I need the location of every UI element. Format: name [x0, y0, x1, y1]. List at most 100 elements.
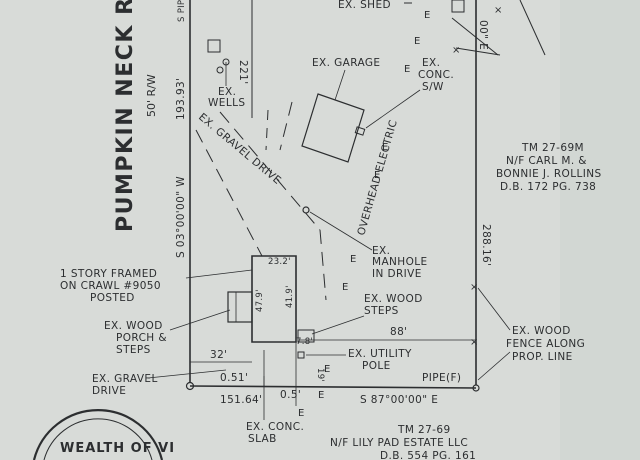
manhole: EX. MANHOLE IN DRIVE [302, 206, 428, 280]
fence-leader-2 [477, 351, 511, 381]
gravel-bottom-label-2: DRIVE [92, 385, 126, 397]
drive-edge-lower [319, 229, 327, 301]
porch-label-3: STEPS [116, 344, 151, 356]
porch-callout: EX. WOOD PORCH & STEPS [104, 309, 231, 356]
manhole-label-3: IN DRIVE [372, 268, 422, 280]
conc-sw-leader [365, 89, 421, 129]
offset-05: 0.5' [280, 389, 301, 401]
left-pipe-label: S PIP [177, 0, 187, 22]
utility-pole-symbol [297, 351, 305, 359]
electric-e: E [374, 170, 380, 181]
fence-label-2: FENCE ALONG [506, 338, 585, 350]
house-label-1: 1 STORY FRAMED [60, 268, 157, 280]
electric-e: E [324, 364, 330, 375]
top-right-line [451, 17, 499, 56]
conc-slab-label-1: EX. CONC. [246, 421, 304, 433]
conc-sw-label-2: CONC. [418, 69, 454, 81]
left-distance: 193.93' [175, 78, 187, 120]
neighbor-bottom-3: D.B. 554 PG. 161 [380, 450, 476, 460]
bottom-line [189, 385, 477, 389]
fence-marks: × × × × [452, 5, 502, 348]
porch-label-1: EX. WOOD [104, 320, 163, 332]
fence-leader-1 [477, 287, 511, 331]
wood-steps-callout: EX. WOOD STEPS [311, 293, 423, 335]
fence-x: × [470, 337, 478, 348]
neighbor-bottom-2: N/F LILY PAD ESTATE LLC [330, 437, 468, 449]
pipe-found-label: PIPE(F) [422, 372, 461, 384]
conc-slab-label-2: SLAB [248, 433, 277, 445]
left-bearing: S 03°00'00" W [175, 176, 187, 258]
offset-051: 0.51' [220, 372, 248, 384]
house: 23.2' 47.9' 41.9' 7.8' 1 STORY FRAMED ON… [60, 255, 315, 347]
house-label-2: ON CRAWL #9050 [60, 280, 161, 292]
fence-x: × [494, 5, 502, 16]
conc-sw-label-3: S/W [422, 81, 444, 93]
seal-outer-ring [32, 409, 164, 460]
manhole-symbol [302, 206, 310, 214]
road-label: PUMPKIN NECK RO 50' R/W [113, 0, 158, 232]
wells: EX. WELLS [207, 39, 245, 109]
electric-e: E [404, 64, 410, 75]
offset-88: 88' [390, 326, 407, 338]
shed-label: EX. SHED [338, 0, 391, 11]
wood-steps [297, 329, 315, 343]
house-label-3: POSTED [90, 292, 135, 304]
fence-label-3: PROP. LINE [512, 351, 573, 363]
garage-sidewalk [354, 126, 366, 136]
frontage-221: 221' [237, 0, 253, 118]
house-side: 41.9' [285, 285, 295, 308]
house-leader [185, 269, 253, 279]
utility-pole-label-1: EX. UTILITY [348, 348, 412, 360]
shed-line [519, 0, 546, 56]
seal-text: WEALTH OF VI [60, 441, 175, 456]
manhole-label-1: EX. [372, 245, 390, 257]
wood-steps-label-1: EX. WOOD [364, 293, 423, 305]
drive-edge-right [219, 111, 321, 231]
electric-e: E [298, 408, 304, 419]
neighbor-bottom: TM 27-69 N/F LILY PAD ESTATE LLC D.B. 55… [330, 424, 476, 460]
manhole-label-2: MANHOLE [372, 256, 428, 268]
porch-label-2: PORCH & [116, 332, 167, 344]
well-box [207, 39, 221, 53]
surveyor-seal: WEALTH OF VI [32, 409, 175, 460]
fence-x: × [470, 282, 478, 293]
seal-inner-ring [43, 418, 153, 460]
electric-e: E [318, 390, 324, 401]
house-depth: 47.9' [255, 289, 265, 312]
conc-sw-label-1: EX. [422, 57, 440, 69]
gravel-bottom-leader [147, 369, 227, 379]
garage-structure [301, 93, 365, 163]
garage-leader [334, 69, 346, 101]
road-name: PUMPKIN NECK RO [113, 0, 138, 232]
fence-label-1: EX. WOOD [512, 325, 571, 337]
fence-x: × [452, 45, 460, 56]
top-right-bearing-fragment: 00" E [477, 20, 489, 50]
electric-e: E [414, 36, 420, 47]
neighbor-right-1: TM 27-69M [521, 142, 584, 154]
bottom-distance: 151.64' [220, 394, 262, 406]
porch-leader [169, 309, 231, 331]
porch [227, 291, 253, 323]
frontage-221-label: 221' [237, 60, 249, 85]
electric-e: E [424, 10, 430, 21]
house-width: 23.2' [268, 257, 291, 267]
well-circle [216, 66, 224, 74]
shed-structure [451, 0, 465, 13]
offset-dimensions: 88' 32' 0.51' 0.5' 19' [190, 326, 476, 406]
neighbor-right-2: N/F CARL M. & [506, 155, 587, 167]
shed: EX. SHED [338, 0, 546, 56]
utility-pole-label-2: POLE [362, 360, 391, 372]
paper-shadow [560, 0, 640, 460]
bottom-property-line: 151.64' S 87°00'00" E PIPE(F) [189, 372, 477, 406]
neighbor-right-4: D.B. 172 PG. 738 [500, 181, 596, 193]
right-distance: 288.16' [480, 224, 492, 266]
drive-edge-inner [265, 109, 269, 151]
utility-pole: EX. UTILITY POLE [297, 348, 412, 372]
wells-label-1: EX. [218, 86, 236, 98]
offset-19: 19' [315, 368, 325, 382]
neighbor-right-3: BONNIE J. ROLLINS [496, 168, 602, 180]
garage: EX. GARAGE EX. CONC. S/W [301, 57, 454, 163]
wells-label-2: WELLS [208, 97, 245, 109]
bottom-bearing: S 87°00'00" E [360, 394, 438, 406]
garage-label: EX. GARAGE [312, 57, 380, 69]
